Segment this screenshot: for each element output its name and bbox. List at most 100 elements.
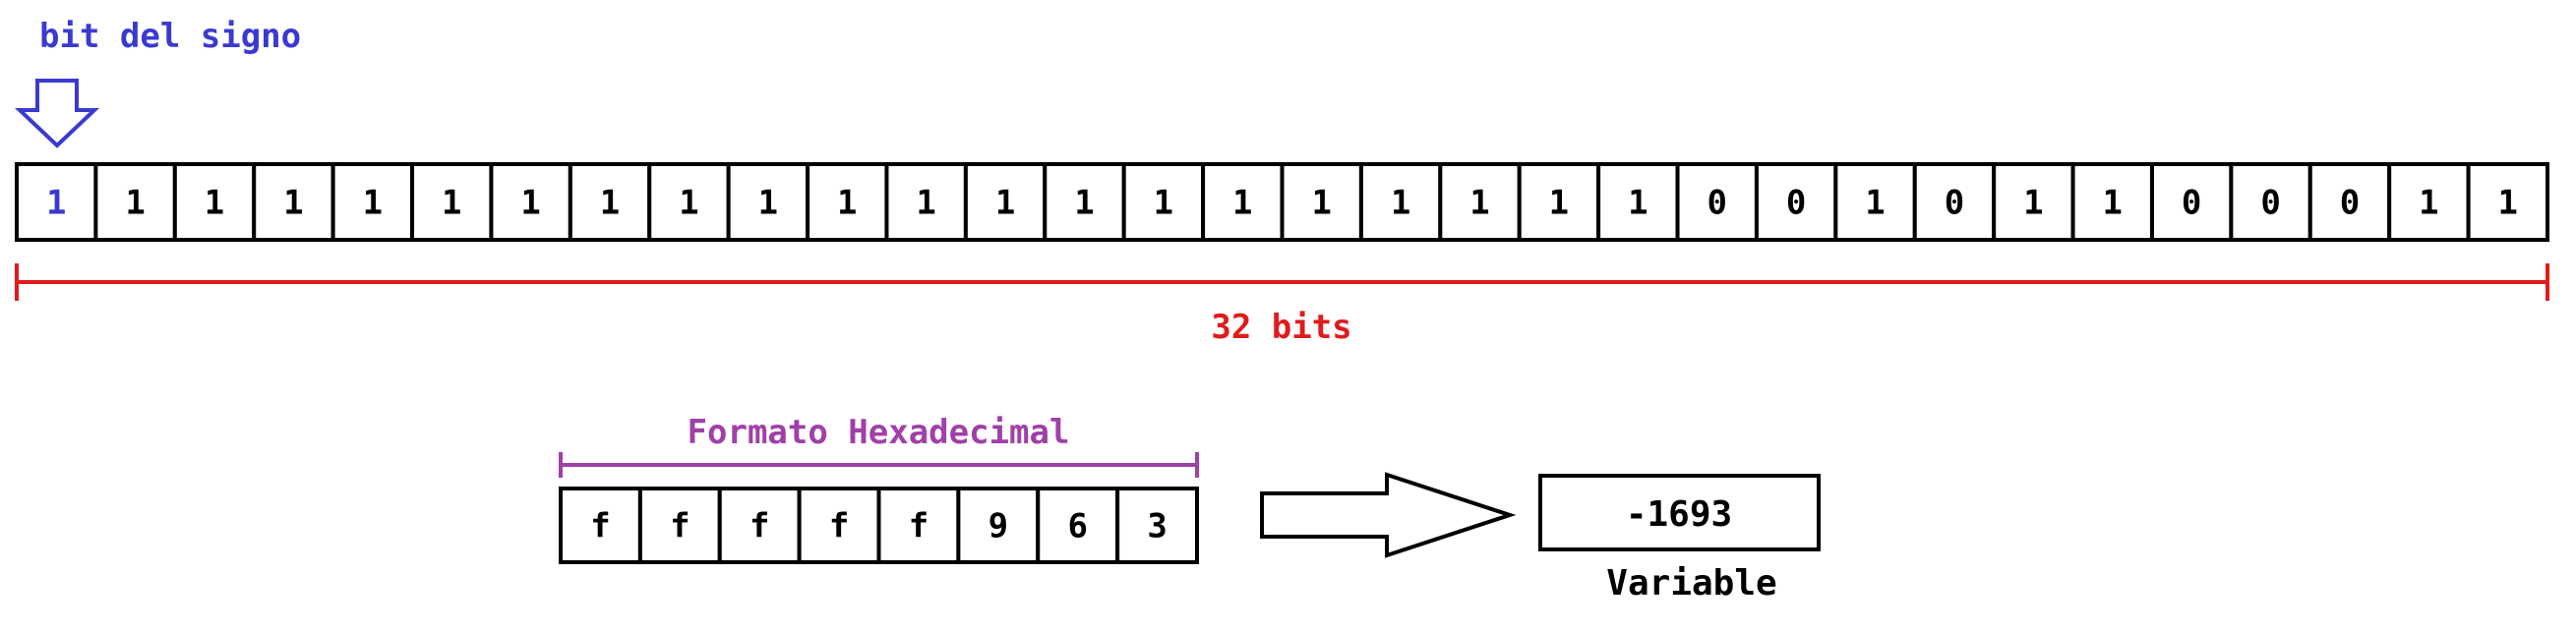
bit-cell: 1 [726,162,810,242]
bit-value: 1 [679,184,698,223]
hex-digit-value: f [749,507,769,546]
bit-cell: 0 [2307,162,2392,242]
hex-digit-cell-box [559,487,642,564]
bit-cell: 0 [1754,162,1838,242]
bit-value: 1 [205,184,224,223]
bit-value: 1 [758,184,778,223]
bit-value: 1 [1154,184,1173,223]
bit-value: 1 [125,184,145,223]
bit-cell: 1 [15,162,98,242]
bit-cell-box [172,162,257,242]
bit-cell-box [568,162,652,242]
bit-value: 1 [600,184,620,223]
bit-cell-box [1201,162,1285,242]
hex-digit-cell: f [559,487,642,564]
hex-digit-value: 3 [1147,507,1167,546]
bit-cell-box [963,162,1048,242]
bit-value: 1 [1311,184,1331,223]
bit-value: 0 [2260,184,2280,223]
bit-value: 1 [520,184,540,223]
bit-cell: 1 [172,162,257,242]
bit-cell-box [647,162,731,242]
bit-value: 0 [2340,184,2360,223]
result-box [1538,474,1821,551]
hex-digit-cell: f [717,487,802,564]
bit-cell: 1 [1517,162,1601,242]
bit-cell: 0 [2229,162,2312,242]
bit-cell: 0 [1675,162,1759,242]
right-arrow-icon [1260,472,1517,558]
bit-value: 1 [916,184,935,223]
bit-value: 1 [1549,184,1569,223]
bit-cell-box [1596,162,1680,242]
bit-cell-box [2466,162,2549,242]
hex-digit-value: 6 [1067,507,1087,546]
bit-cell: 1 [1280,162,1363,242]
result-value: -1693 [1626,494,1732,535]
bit-cell: 1 [963,162,1048,242]
down-arrow-icon [14,79,100,148]
bit-value: 1 [1865,184,1885,223]
bit-value: 1 [363,184,383,223]
bit-cell: 1 [884,162,968,242]
bit-value: 1 [2419,184,2438,223]
bit-cell: 1 [410,162,494,242]
bit-value: 1 [1074,184,1094,223]
hex-digit-cell-box [797,487,881,564]
bit-cell: 0 [1912,162,1997,242]
bit-cell: 1 [806,162,889,242]
bit-cell-box [2387,162,2471,242]
bit-value: 1 [46,184,66,223]
bit-value: 1 [2023,184,2043,223]
hex-digit-value: f [590,507,610,546]
bit-cell-box [884,162,968,242]
width-dimension-line [15,263,2549,301]
hex-digit-cell-box [717,487,802,564]
bit-value: 1 [1469,184,1489,223]
bit-cell-box [1438,162,1522,242]
bit-cell: 0 [2149,162,2234,242]
width-label: 32 bits [1211,308,1351,347]
bit-value: 1 [2103,184,2123,223]
bit-cell-box [1912,162,1997,242]
bit-cell: 1 [1043,162,1126,242]
bit-value: 0 [1786,184,1806,223]
bit-cell-box [1517,162,1601,242]
bit-cell: 1 [2387,162,2471,242]
result-label: Variable [1606,563,1776,603]
bit-cell-box [1280,162,1363,242]
bit-cell: 1 [2070,162,2154,242]
hex-title: Formato Hexadecimal [688,413,1070,452]
hex-digit-cell: f [876,487,961,564]
bit-value: 1 [1232,184,1252,223]
bit-value: 1 [2498,184,2518,223]
bit-cell-box [2149,162,2234,242]
hex-digit-cell: 9 [956,487,1041,564]
bit-cell-box [93,162,177,242]
bit-cell: 1 [568,162,652,242]
bit-value: 1 [1628,184,1647,223]
bit-value: 0 [2182,184,2201,223]
bit-cell-box [726,162,810,242]
bit-cell-box [2229,162,2312,242]
hex-digit-cell: 3 [1115,487,1199,564]
bit-cell: 1 [330,162,415,242]
bit-cell: 1 [489,162,572,242]
bit-value: 1 [995,184,1015,223]
bit-cell-box [2070,162,2154,242]
hex-digit-cell: f [797,487,881,564]
hex-digit-value: f [670,507,689,546]
hex-digit-cell-box [956,487,1041,564]
bit-cell-box [1754,162,1838,242]
bit-value: 1 [837,184,857,223]
hex-digit-cell: 6 [1036,487,1120,564]
bit-value: 1 [442,184,461,223]
hex-dimension-line [559,452,1199,478]
bit-cell: 1 [647,162,731,242]
bit-cell: 1 [1992,162,2075,242]
hex-digit-cell: f [637,487,722,564]
